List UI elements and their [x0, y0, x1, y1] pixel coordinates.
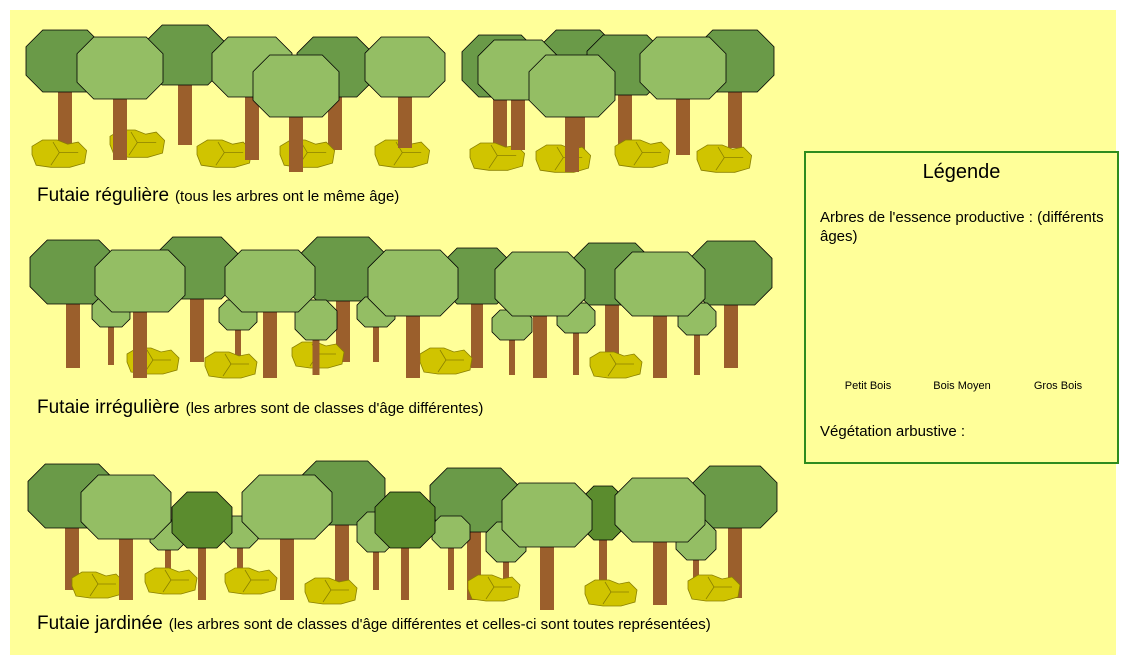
- jardinee-front-tree-1-crown: [242, 475, 332, 539]
- regular-front-tree-2-crown: [253, 55, 339, 117]
- caption-futaie-irreguliere: Futaie irrégulière (les arbres sont de cl…: [37, 397, 483, 419]
- legend-label-gros-bois: Gros Bois: [1018, 380, 1098, 392]
- jardinee-front-tree-3-crown: [615, 478, 705, 542]
- regular-shrub-2: [197, 140, 252, 167]
- regular-shrub-0: [32, 140, 87, 167]
- irregular-shrub-3: [420, 348, 472, 374]
- legend-shrub-label: Végétation arbustive :: [820, 423, 965, 440]
- irregular-back-tree-0-trunk: [66, 300, 80, 368]
- jardinee-back-tree-3-crown: [693, 466, 777, 528]
- caption-futaie-jardinee: Futaie jardinée (les arbres sont de class…: [37, 614, 857, 634]
- irregular-front-tree-4-crown: [615, 252, 705, 316]
- regular-back-tree-1-trunk: [178, 81, 192, 145]
- regular-back-tree-0-trunk: [58, 88, 72, 150]
- jardinee-back-tree-1-trunk: [335, 521, 349, 586]
- irregular-front-tree-1-trunk: [263, 308, 277, 378]
- irregular-small-tree-5-trunk: [694, 331, 700, 375]
- jardinee-shrub-2: [225, 568, 277, 594]
- regular-front-tree-0-trunk: [113, 95, 127, 160]
- jardinee-shrub-4: [468, 575, 520, 601]
- regular-front-tree-3-crown: [365, 37, 445, 97]
- jardinee-front-tree-0-crown: [81, 475, 171, 539]
- legend-subtitle: Arbres de l'essence productive : (différ…: [820, 208, 1110, 246]
- legend-box: Légende Arbres de l'essence productive :…: [804, 151, 1119, 464]
- regular-back-tree-6-trunk: [728, 88, 742, 148]
- jardinee-medium-tree-1-crown: [375, 492, 435, 548]
- jardinee-medium-tree-0-crown: [172, 492, 232, 548]
- regular-shrub-6: [536, 145, 591, 172]
- jardinee-shrub-5: [585, 580, 637, 606]
- irregular-front-tree-3-crown: [495, 252, 585, 316]
- irregular-front-tree-1-crown: [225, 250, 315, 312]
- caption-description: (tous les arbres ont le même âge): [175, 188, 399, 205]
- irregular-shrub-4: [590, 352, 642, 378]
- jardinee-front-tree-2-crown: [502, 483, 592, 547]
- regular-front-tree-6-trunk: [676, 95, 690, 155]
- caption-title: Futaie irrégulière: [37, 397, 180, 418]
- jardinee-shrub-0: [72, 572, 124, 598]
- jardinee-shrub-6: [688, 575, 740, 601]
- irregular-front-tree-2-trunk: [406, 312, 420, 378]
- regular-front-tree-6-crown: [640, 37, 726, 99]
- jardinee-front-tree-0-trunk: [119, 535, 133, 600]
- irregular-back-tree-5-trunk: [724, 301, 738, 368]
- jardinee-small-tree-3-crown: [432, 516, 470, 548]
- regular-shrub-3: [280, 140, 335, 167]
- caption-title: Futaie régulière: [37, 185, 169, 206]
- caption-description: (les arbres sont de classes d'âge différ…: [169, 616, 711, 633]
- legend-label-bois-moyen: Bois Moyen: [922, 380, 1002, 392]
- regular-back-tree-3-trunk: [493, 93, 507, 150]
- jardinee-small-tree-2-trunk: [373, 548, 379, 590]
- regular-front-tree-5-crown: [529, 55, 615, 117]
- caption-description: (les arbres sont de classes d'âge différ…: [186, 400, 484, 417]
- irregular-small-tree-4-trunk: [573, 329, 579, 375]
- jardinee-medium-tree-0-trunk: [198, 544, 206, 600]
- caption-title: Futaie jardinée: [37, 613, 163, 634]
- regular-front-tree-0-crown: [77, 37, 163, 99]
- jardinee-front-tree-3-trunk: [653, 538, 667, 605]
- legend-label-petit-bois: Petit Bois: [828, 380, 908, 392]
- irregular-front-tree-3-trunk: [533, 312, 547, 378]
- regular-front-tree-3-trunk: [398, 93, 412, 148]
- jardinee-shrub-1: [145, 568, 197, 594]
- irregular-small-tree-2-trunk: [373, 323, 379, 362]
- irregular-front-tree-0-trunk: [133, 308, 147, 378]
- irregular-sapling-tree-trunk: [313, 336, 320, 375]
- caption-futaie-reguliere: Futaie régulière (tous les arbres ont le …: [37, 185, 399, 207]
- regular-front-tree-5-trunk: [565, 113, 579, 172]
- irregular-back-tree-3-trunk: [471, 300, 483, 368]
- legend-title: Légende: [806, 161, 1117, 184]
- irregular-small-tree-0-trunk: [108, 323, 114, 365]
- irregular-back-tree-1-trunk: [190, 295, 204, 362]
- regular-front-tree-4-trunk: [511, 96, 525, 150]
- regular-shrub-8: [697, 145, 752, 172]
- irregular-front-tree-2-crown: [368, 250, 458, 316]
- jardinee-medium-tree-1-trunk: [401, 544, 409, 600]
- regular-shrub-7: [615, 140, 670, 167]
- jardinee-front-tree-2-trunk: [540, 543, 554, 610]
- jardinee-small-tree-3-trunk: [448, 544, 454, 590]
- irregular-front-tree-4-trunk: [653, 312, 667, 378]
- irregular-small-tree-3-trunk: [509, 336, 515, 375]
- irregular-front-tree-0-crown: [95, 250, 185, 312]
- jardinee-shrub-3: [305, 578, 357, 604]
- jardinee-front-tree-1-trunk: [280, 535, 294, 600]
- irregular-shrub-1: [205, 352, 257, 378]
- regular-front-tree-2-trunk: [289, 113, 303, 172]
